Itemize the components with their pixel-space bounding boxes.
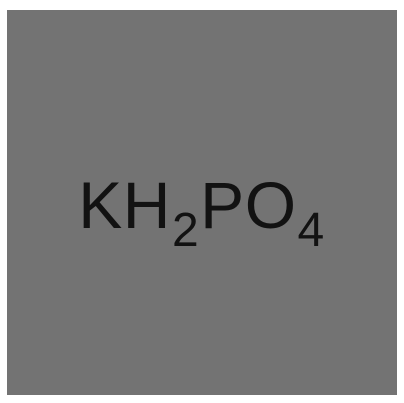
element-h: H <box>122 167 171 242</box>
formula-tile: KH2PO4 <box>7 10 397 395</box>
element-k: K <box>78 167 123 242</box>
subscript-4: 4 <box>297 203 325 257</box>
chemical-formula: KH2PO4 <box>78 172 325 255</box>
element-o: O <box>244 167 297 242</box>
subscript-2: 2 <box>171 203 200 257</box>
element-p: P <box>200 167 245 242</box>
